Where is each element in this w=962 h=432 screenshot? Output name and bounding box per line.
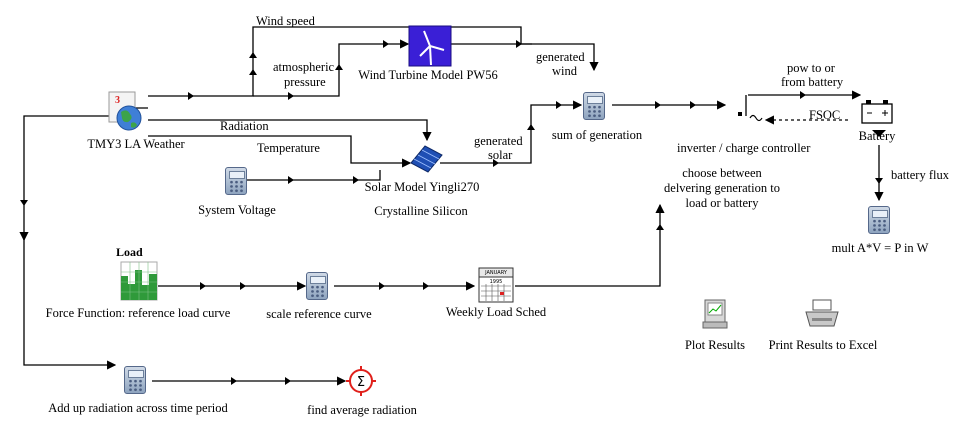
scale-reference-label: scale reference curve [266, 307, 372, 321]
inverter-label: inverter / charge controller [677, 141, 811, 155]
connection-lines [19, 26, 884, 386]
wind-turbine-label: Wind Turbine Model PW56 [358, 68, 498, 82]
solar-model-label: Solar Model Yingli270 [364, 180, 480, 194]
solar-panel-icon[interactable] [410, 145, 443, 173]
sum-generation-label: sum of generation [551, 128, 643, 142]
sigma-icon[interactable]: Σ [346, 366, 376, 396]
pow-battery-label-1: pow to or [787, 61, 835, 75]
generated-wind-label-2: wind [552, 64, 577, 78]
radiation-link [148, 119, 432, 142]
battery-flux-label: battery flux [891, 168, 949, 182]
calculator-icon[interactable] [583, 92, 605, 120]
wind-turbine-icon[interactable] [408, 25, 452, 67]
temperature-link [148, 135, 412, 168]
radiation-sum-link [23, 115, 117, 370]
atmospheric-label: atmospheric [273, 60, 335, 74]
print-results-label: Print Results to Excel [768, 338, 878, 352]
choose-label-2: delvering generation to [664, 181, 780, 195]
add-up-radiation-label: Add up radiation across time period [48, 401, 228, 415]
generated-wind-link [451, 43, 599, 72]
calendar-year: 1995 [490, 279, 503, 285]
inverter-icon[interactable] [738, 112, 763, 122]
plot-icon[interactable] [702, 299, 728, 329]
calendar-month: JANUARY [484, 270, 508, 276]
calculator-icon[interactable] [225, 167, 247, 195]
generated-solar-label-1: generated [474, 134, 523, 148]
find-average-label: find average radiation [307, 403, 417, 417]
fsoc-label: FSOC [809, 108, 841, 122]
weekly-load-label: Weekly Load Sched [445, 305, 547, 319]
force-function-label: Force Function: reference load curve [45, 306, 231, 320]
weather-icon[interactable] [108, 91, 142, 131]
generated-solar-label-2: solar [488, 148, 513, 162]
wind-speed-label: Wind speed [256, 14, 315, 28]
load-chart-icon[interactable] [120, 261, 158, 301]
sigma-symbol: Σ [357, 375, 365, 390]
printer-icon[interactable] [805, 299, 839, 327]
calculator-icon[interactable] [306, 272, 328, 300]
battery-icon[interactable] [861, 100, 893, 124]
weekly-inverter-link [515, 203, 665, 287]
calculator-icon[interactable] [868, 206, 890, 234]
calculator-icon[interactable] [124, 366, 146, 394]
load-label: Load [116, 245, 143, 259]
flow-arrows [20, 40, 886, 385]
pressure-label: pressure [284, 75, 326, 89]
choose-label-3: load or battery [685, 196, 759, 210]
tmy3-weather-label: TMY3 LA Weather [87, 137, 185, 151]
plot-results-label: Plot Results [684, 338, 746, 352]
wind-speed-link [148, 26, 532, 97]
voltage-link [235, 170, 381, 181]
weather-badge: 3 [115, 95, 120, 106]
temperature-label: Temperature [257, 141, 320, 155]
choose-label-1: choose between [682, 166, 762, 180]
calendar-icon[interactable]: JANUARY 1995 [478, 267, 514, 303]
radiation-label: Radiation [220, 119, 269, 133]
pow-battery-label-2: from battery [781, 75, 844, 89]
mult-label: mult A*V = P in W [831, 241, 929, 255]
battery-label: Battery [858, 129, 896, 143]
generated-wind-label-1: generated [536, 50, 585, 64]
crystalline-label: Crystalline Silicon [374, 204, 468, 218]
system-voltage-label: System Voltage [198, 203, 276, 217]
